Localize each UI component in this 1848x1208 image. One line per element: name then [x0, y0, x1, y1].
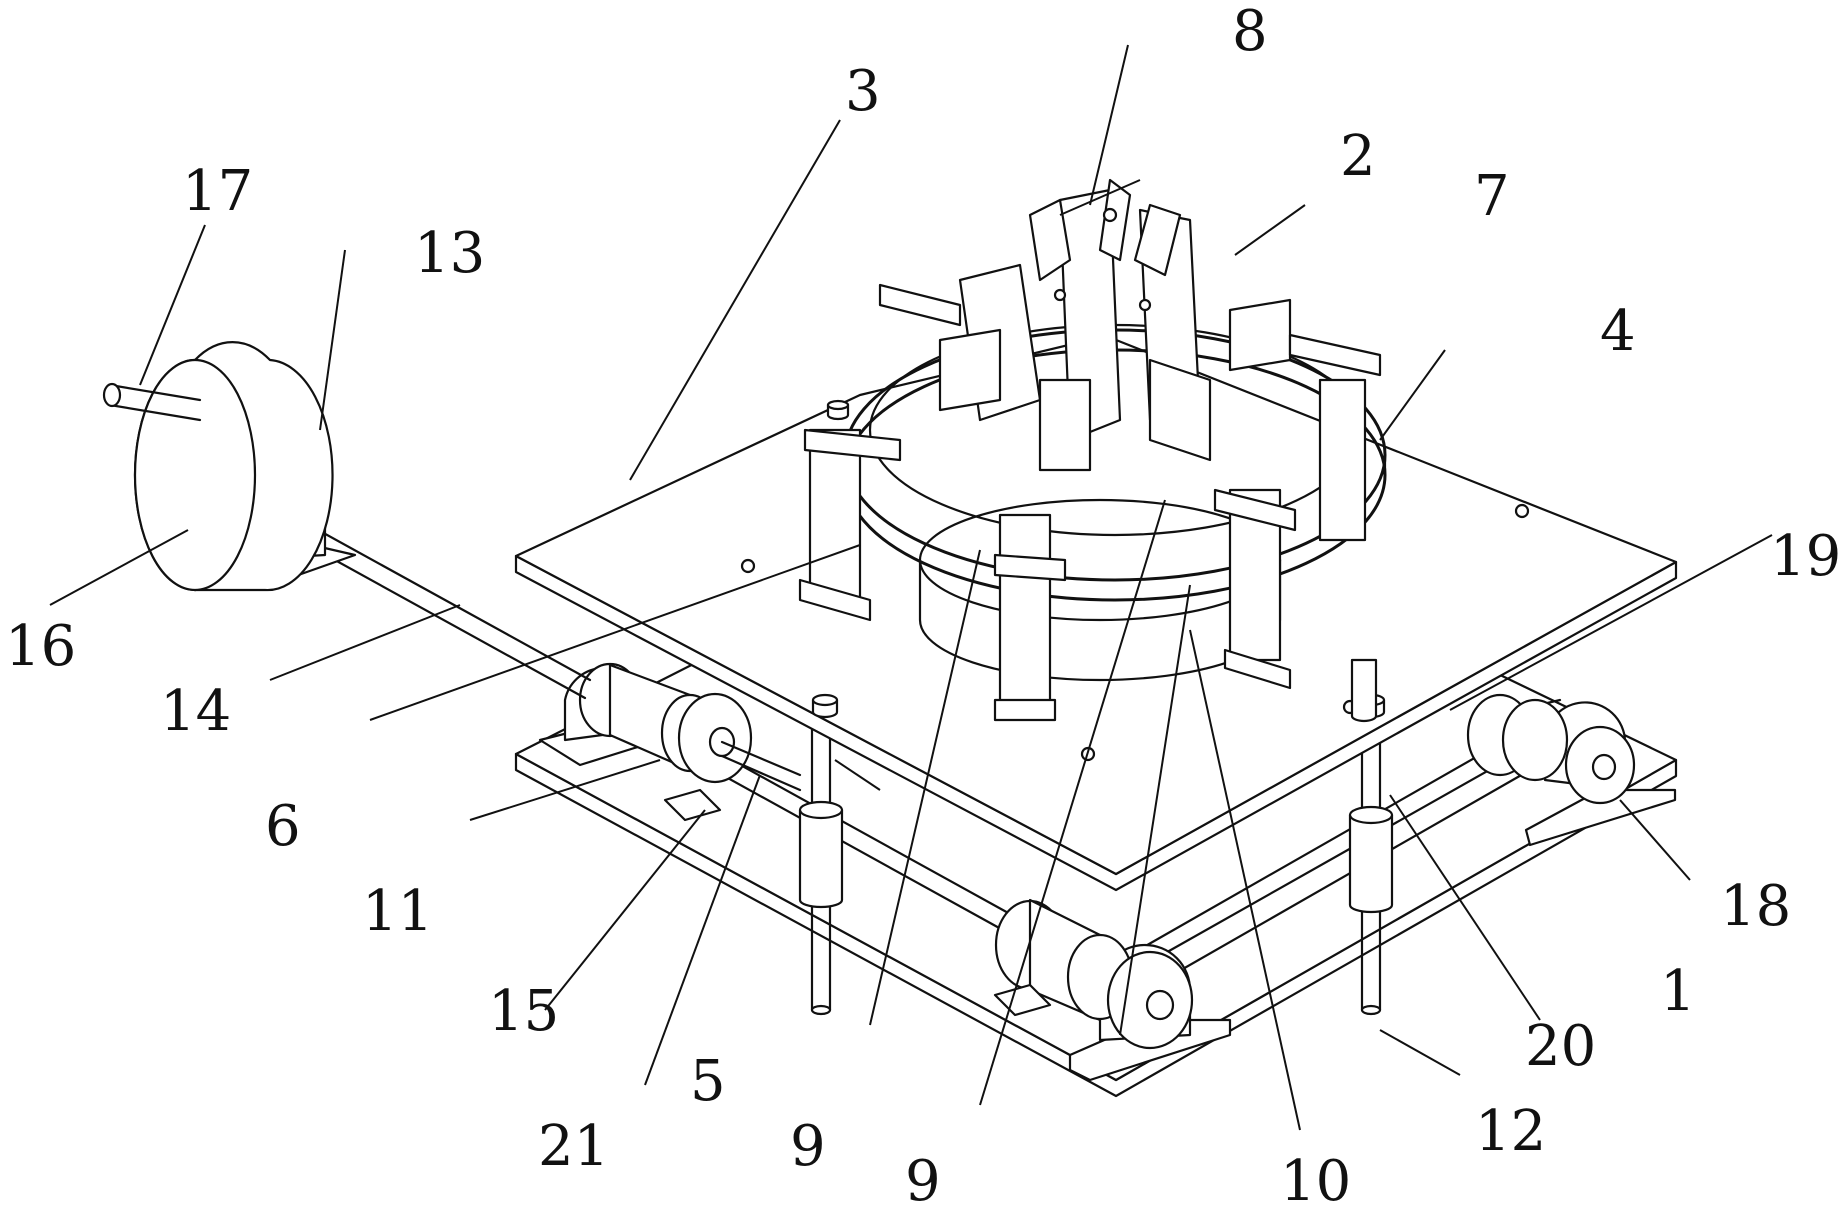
label-19: 19 [1770, 524, 1841, 589]
label-8: 8 [1232, 0, 1268, 64]
label-13: 13 [414, 221, 485, 286]
label-18: 18 [1720, 874, 1791, 939]
label-9b: 9 [905, 1149, 941, 1208]
label-3: 3 [845, 59, 881, 124]
label-5: 5 [690, 1049, 726, 1114]
label-9a: 9 [790, 1114, 826, 1179]
label-15: 15 [488, 979, 559, 1044]
label-21: 21 [538, 1114, 609, 1179]
label-10: 10 [1280, 1149, 1351, 1208]
label-7: 7 [1474, 164, 1510, 229]
label-12: 12 [1475, 1099, 1546, 1164]
label-4: 4 [1600, 299, 1636, 364]
label-11: 11 [362, 879, 433, 944]
label-2: 2 [1340, 124, 1376, 189]
input-shaft-assembly [104, 342, 590, 698]
label-20: 20 [1525, 1014, 1596, 1079]
label-14: 14 [160, 679, 231, 744]
label-16: 16 [5, 614, 76, 679]
label-1: 1 [1660, 959, 1696, 1024]
label-17: 17 [182, 159, 253, 224]
label-6: 6 [265, 794, 301, 859]
